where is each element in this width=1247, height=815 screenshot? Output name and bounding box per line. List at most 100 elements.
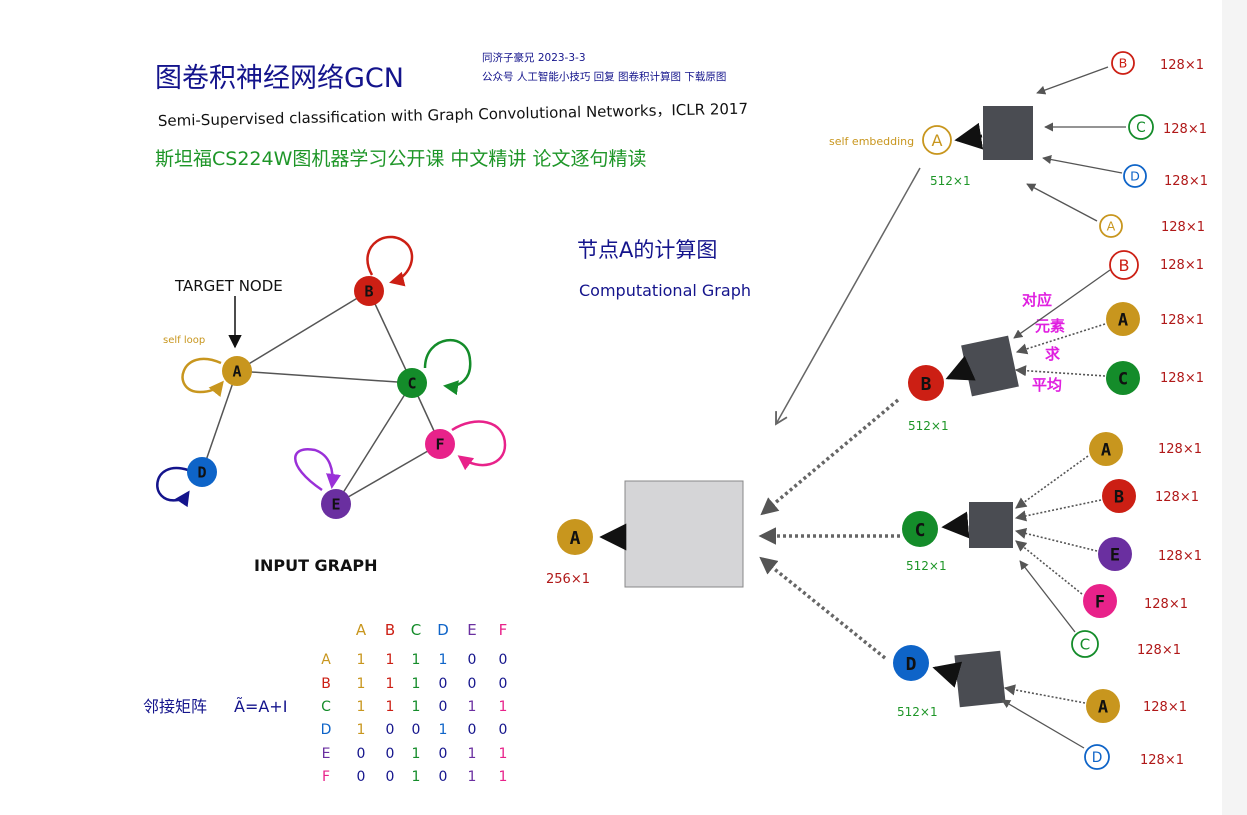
c-input-dim: 128×1 <box>1158 442 1202 457</box>
c-input-a-label: A <box>1101 440 1111 460</box>
b-input-dim: 128×1 <box>1160 371 1204 386</box>
edge-c-e <box>335 382 413 505</box>
matrix-formula: Ã=A+I <box>234 697 287 716</box>
matrix-cell: 1 <box>386 652 395 668</box>
self-loop-f-icon <box>451 420 507 471</box>
level1-node-d-label: D <box>906 654 917 675</box>
matrix-cell: 0 <box>386 769 395 785</box>
root-node-a-circle <box>557 519 593 555</box>
self-loop-label: self loop <box>163 335 205 346</box>
matrix-row-header: B <box>321 676 331 692</box>
input-node-b-circle <box>354 276 384 306</box>
b-input-arrow <box>1013 269 1111 339</box>
b-output-arrow <box>945 355 976 381</box>
top-input-a: A <box>1099 214 1123 238</box>
comp-graph-title-en: Computational Graph <box>579 281 751 300</box>
matrix-cell: 0 <box>439 699 448 715</box>
c-input-e: E <box>1098 537 1132 571</box>
self-embedding-label: self embedding <box>829 135 914 148</box>
matrix-cell: 1 <box>357 652 366 668</box>
self-loop-e-icon <box>294 447 341 492</box>
matrix-cell: 0 <box>468 676 477 692</box>
matrix-row-header: D <box>321 722 332 738</box>
d-input-arrow <box>1001 699 1085 749</box>
input-graph: TARGET NODE self loop INPUT GRAPH <box>156 235 507 575</box>
input-node-a-circle <box>222 356 252 386</box>
c-input-e-circle <box>1098 537 1132 571</box>
matrix-cell: 0 <box>386 746 395 762</box>
input-node-c: C <box>397 368 427 398</box>
matrix-cell: 0 <box>499 652 508 668</box>
wechat-note: 公众号 人工智能小技巧 回复 图卷积计算图 下载原图 <box>482 70 726 83</box>
b-input-dim: 128×1 <box>1160 313 1204 328</box>
self-loop-d-icon <box>156 466 190 508</box>
b-input-a-label: A <box>1118 310 1128 330</box>
top-input-arrow <box>1026 183 1098 222</box>
input-node-b-label: B <box>364 283 373 301</box>
aggregator-box-c <box>969 502 1013 548</box>
input-node-c-label: C <box>407 375 416 393</box>
matrix-cell: 0 <box>439 769 448 785</box>
self-embedding-box <box>983 106 1033 160</box>
matrix-cell: 1 <box>386 699 395 715</box>
matrix-label: 邻接矩阵 <box>143 697 207 716</box>
top-input-d-circle <box>1123 164 1147 188</box>
d-input-dim: 128×1 <box>1143 700 1187 715</box>
comp-graph-title-cn: 节点A的计算图 <box>577 238 717 262</box>
matrix-cell: 0 <box>468 652 477 668</box>
level1-node-b: B <box>908 365 944 401</box>
self-loop-a-icon <box>181 357 224 398</box>
self-loop-b-icon <box>366 235 414 287</box>
b-input-arrow <box>1014 365 1106 377</box>
matrix-cell: 0 <box>412 722 421 738</box>
input-node-a: A <box>222 356 252 386</box>
b-input-b-circle <box>1109 250 1139 280</box>
b-input-c: C <box>1106 361 1140 395</box>
matrix-col-header: A <box>356 621 367 639</box>
input-node-f-label: F <box>435 436 444 454</box>
layer2-aggregator-box <box>624 480 744 588</box>
agg-note-3: 求 <box>1045 345 1061 363</box>
c-input-arrow <box>1014 499 1102 522</box>
matrix-col-header: E <box>467 621 476 639</box>
level1-node-d-circle <box>893 645 929 681</box>
d-input-d: D <box>1084 744 1110 770</box>
input-node-a-label: A <box>232 363 241 381</box>
c-input-f-circle <box>1083 584 1117 618</box>
b-input-b-label: B <box>1118 256 1129 275</box>
agg-note-1: 对应 <box>1022 291 1052 309</box>
level1-node-d: D <box>893 645 929 681</box>
c-input-arrow <box>1014 527 1098 552</box>
matrix-col-header: B <box>385 621 395 639</box>
input-node-e-label: E <box>331 496 340 514</box>
matrix-cell: 0 <box>499 676 508 692</box>
d-input-a-label: A <box>1098 697 1108 717</box>
matrix-cell: 0 <box>386 722 395 738</box>
top-input-b-circle <box>1111 51 1135 75</box>
level1-dim-label: 512×1 <box>897 705 938 719</box>
c-input-e-label: E <box>1110 545 1120 565</box>
input-node-e: E <box>321 489 351 519</box>
c-input-dim: 128×1 <box>1137 643 1181 658</box>
matrix-cell: 0 <box>439 746 448 762</box>
matrix-cell: 1 <box>439 652 448 668</box>
c-input-c-circle <box>1071 630 1099 658</box>
input-graph-caption: INPUT GRAPH <box>254 556 378 575</box>
c-input-a-circle <box>1089 432 1123 466</box>
self-embed-to-agg-arrow <box>775 167 921 426</box>
top-input-d-label: D <box>1130 169 1140 184</box>
c-input-f: F <box>1083 584 1117 618</box>
input-node-d: D <box>187 457 217 487</box>
input-node-b: B <box>354 276 384 306</box>
d-output-arrow <box>932 661 963 688</box>
self-embed-node-a: A <box>922 125 952 155</box>
top-input-dim: 128×1 <box>1160 58 1204 73</box>
matrix-cell: 1 <box>468 699 477 715</box>
c-input-dim: 128×1 <box>1155 490 1199 505</box>
matrix-cell: 1 <box>357 722 366 738</box>
matrix-cell: 0 <box>357 746 366 762</box>
edge-a-b <box>236 290 370 372</box>
course-title: 斯坦福CS224W图机器学习公开课 中文精讲 论文逐句精读 <box>155 148 646 170</box>
